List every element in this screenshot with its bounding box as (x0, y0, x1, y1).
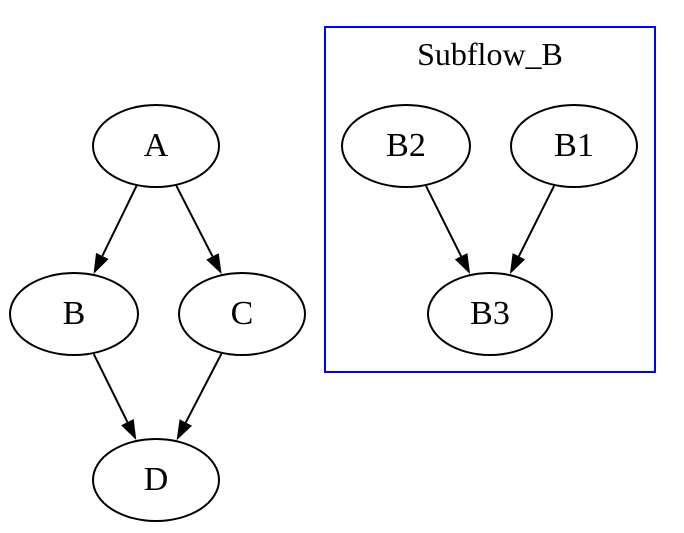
graph-node-B1: B1 (510, 104, 638, 188)
arrowhead-A-B (93, 252, 109, 274)
cluster-title: Subflow_B (417, 36, 563, 72)
node-label-B3: B3 (470, 295, 510, 332)
graph-node-B: B (9, 272, 139, 356)
arrowhead-B2-B3 (454, 253, 471, 275)
subflow-cluster: Subflow_B (324, 26, 656, 373)
edge-A-C (175, 185, 214, 257)
node-label-B2: B2 (386, 127, 426, 164)
node-label-B: B (62, 295, 86, 332)
node-label-C: C (230, 295, 254, 332)
arrowhead-C-D (176, 419, 193, 441)
edge-B-D (92, 353, 129, 423)
node-label-D: D (143, 461, 169, 498)
node-label-B1: B1 (554, 127, 594, 164)
graph-node-D: D (92, 438, 220, 522)
arrowhead-B1-B3 (509, 253, 526, 275)
graph-node-C: C (178, 272, 306, 356)
edge-B2-B3 (425, 185, 463, 257)
node-label-A: A (143, 127, 169, 164)
edge-C-D (184, 353, 223, 423)
graph-node-A: A (92, 104, 220, 188)
arrowhead-B-D (121, 419, 137, 441)
graph-node-B2: B2 (341, 104, 471, 188)
graph-node-B3: B3 (427, 272, 553, 356)
arrowhead-A-C (206, 253, 222, 275)
edge-A-B (101, 185, 138, 257)
edge-B1-B3 (517, 185, 555, 257)
